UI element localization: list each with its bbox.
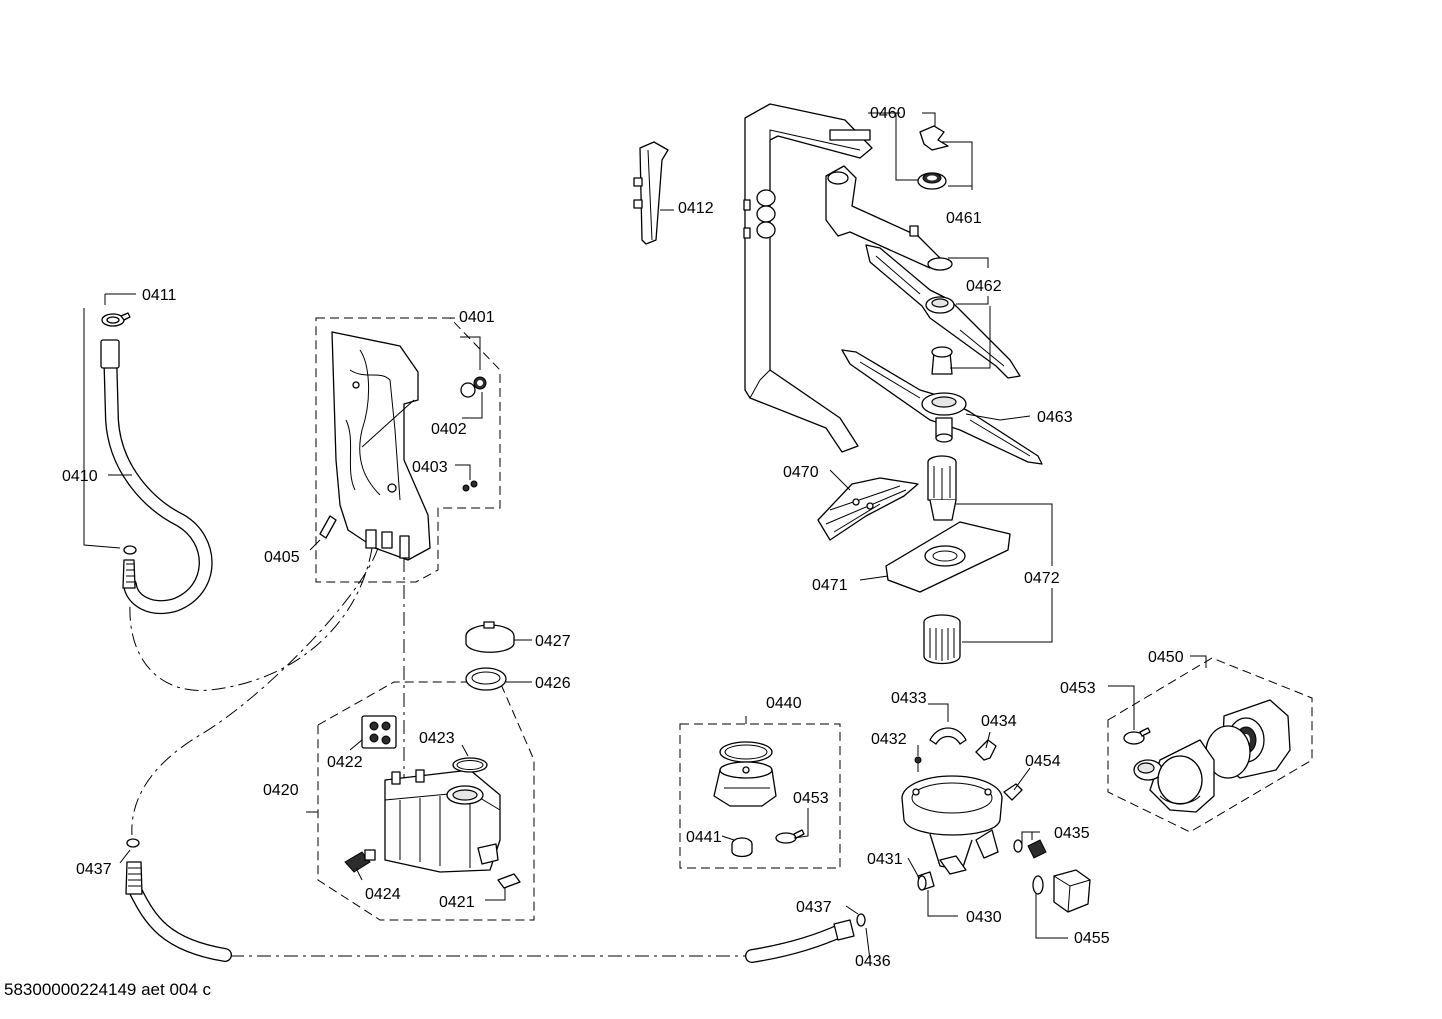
box-0440 [679,723,841,869]
sensor-0424[interactable] [344,849,376,873]
label-0401[interactable]: 0401 [459,309,495,326]
drain-hose-lower[interactable] [125,861,232,962]
pump-housing-0440[interactable] [713,741,777,807]
seal-set-0422[interactable] [361,715,397,749]
label-0420[interactable]: 0420 [263,782,299,799]
label-0432[interactable]: 0432 [871,731,907,748]
label-0433[interactable]: 0433 [891,690,927,707]
ring-0426[interactable] [465,667,507,691]
label-0422[interactable]: 0422 [327,754,363,771]
box-0401 [315,317,501,583]
guide-rail-0412[interactable] [633,141,669,245]
sump-0430[interactable] [901,775,1003,875]
screws-0403[interactable] [462,480,478,492]
upper-spray-arm-0462[interactable] [865,244,1021,379]
connector-tube-upper[interactable] [825,165,953,271]
supply-tube[interactable] [743,103,873,453]
label-0450[interactable]: 0450 [1148,649,1184,666]
lower-spray-arm-0463[interactable] [841,349,1043,465]
seal-ring-0410 [123,545,137,555]
label-0405[interactable]: 0405 [264,549,300,566]
spray-head-0461[interactable] [917,172,947,190]
label-0430[interactable]: 0430 [966,909,1002,926]
label-0436[interactable]: 0436 [855,953,891,970]
box-0420 [317,681,535,921]
seal-ring-0437-left[interactable] [126,838,140,848]
box-0450 [1107,657,1313,833]
drain-hose-right[interactable] [745,919,855,963]
label-0460[interactable]: 0460 [870,105,906,122]
flat-filter-0471[interactable] [885,521,1011,593]
label-0412[interactable]: 0412 [678,200,714,217]
circulation-pump-0450[interactable] [1133,699,1291,813]
label-0462[interactable]: 0462 [966,278,1002,295]
heat-pump-part-0455[interactable] [1032,869,1091,913]
connector-0431[interactable] [917,871,935,891]
label-0472[interactable]: 0472 [1024,570,1060,587]
label-0411[interactable]: 0411 [142,287,177,304]
spray-arm-hub[interactable] [931,346,953,375]
label-0402[interactable]: 0402 [431,421,467,438]
label-0403[interactable]: 0403 [412,459,448,476]
water-pocket-0401[interactable] [331,331,431,561]
hose-clip-0453-upper[interactable] [1123,727,1151,745]
seal-0435[interactable] [1013,839,1047,859]
label-0440[interactable]: 0440 [766,695,802,712]
filter-cylinder-0472[interactable] [927,455,957,521]
label-0431[interactable]: 0431 [867,851,903,868]
impeller-0441[interactable] [731,837,753,858]
label-0471[interactable]: 0471 [812,577,848,594]
label-0455[interactable]: 0455 [1074,930,1110,947]
water-softener-0420[interactable] [384,769,501,873]
label-0463[interactable]: 0463 [1037,409,1073,426]
part-labels: 0401 0402 0403 0405 0410 0411 0412 0420 … [62,105,1184,970]
holder-0454[interactable] [1003,783,1023,801]
cover-0427[interactable] [465,621,515,653]
label-0434[interactable]: 0434 [981,713,1017,730]
label-0410[interactable]: 0410 [62,468,98,485]
clip-0434[interactable] [975,739,997,761]
clip-0405[interactable] [319,515,337,539]
filter-insert-0472[interactable] [923,614,961,665]
document-id: 58300000224149 aet 004 c [4,980,212,999]
label-0437-left[interactable]: 0437 [76,861,112,878]
screw-0432[interactable] [914,756,922,772]
label-0421[interactable]: 0421 [439,894,475,911]
nozzle-0460[interactable] [919,125,949,151]
label-0453-upper[interactable]: 0453 [1060,680,1096,697]
label-0424[interactable]: 0424 [365,886,401,903]
seal-ring-0437-right[interactable] [856,913,866,927]
clip-0433[interactable] [929,727,967,745]
clip-0421[interactable] [497,873,521,889]
label-0427[interactable]: 0427 [535,633,571,650]
label-0441[interactable]: 0441 [686,829,722,846]
label-0461[interactable]: 0461 [946,210,982,227]
label-0423[interactable]: 0423 [419,730,455,747]
label-0437-right[interactable]: 0437 [796,899,832,916]
hose-clamp-0411[interactable] [101,312,131,327]
label-0453-lower[interactable]: 0453 [793,790,829,807]
label-0454[interactable]: 0454 [1025,753,1061,770]
label-0435[interactable]: 0435 [1054,825,1090,842]
drain-hose-0410[interactable] [100,339,213,614]
hose-clip-0453-lower[interactable] [775,829,805,844]
label-0470[interactable]: 0470 [783,464,819,481]
seal-ring-0402[interactable] [460,376,487,398]
micro-filter-0470[interactable] [817,477,919,541]
label-0426[interactable]: 0426 [535,675,571,692]
